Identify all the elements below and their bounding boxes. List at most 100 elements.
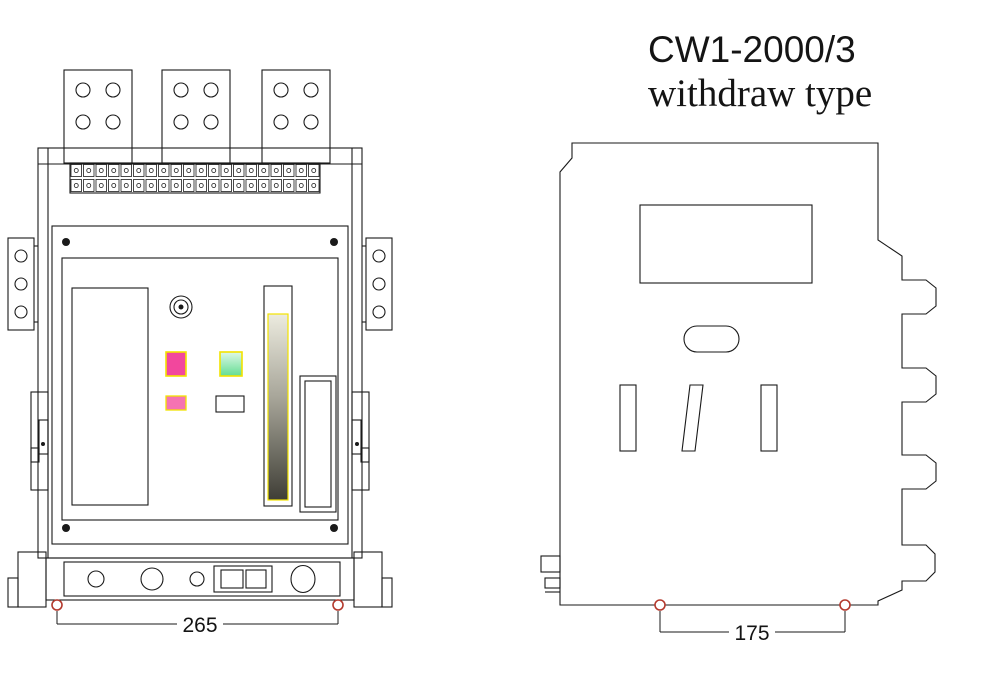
front-view — [7, 69, 393, 608]
front-width-label: 265 — [182, 614, 217, 637]
terminal-hole — [75, 114, 91, 130]
rail-detail — [38, 419, 49, 455]
side-rail-detail — [540, 555, 561, 593]
foot-body — [17, 551, 47, 608]
panel-screw — [330, 238, 338, 246]
nameplate-area — [71, 287, 149, 506]
terminal-hole — [303, 114, 319, 130]
bracket-hole — [14, 277, 28, 291]
terminal-block-2 — [161, 69, 231, 164]
ventilation-slot — [760, 384, 778, 452]
dimension-front-width: 265 — [51, 599, 344, 637]
faceplate-panel — [51, 225, 349, 545]
bracket-hole — [372, 249, 386, 263]
handle-slot-frame — [263, 285, 293, 507]
rotary-center — [178, 304, 184, 310]
side-profile-outline — [559, 142, 937, 606]
terminal-block-body — [161, 69, 231, 164]
foot-left — [7, 551, 47, 608]
title-block: CW1-2000/3 withdraw type — [648, 29, 872, 115]
panel-screw — [62, 238, 70, 246]
accessory-window — [299, 375, 337, 513]
terminal-hole — [75, 82, 91, 98]
ventilation-slot-slanted — [681, 384, 704, 452]
base-plate — [45, 557, 355, 601]
rail-detail — [540, 555, 561, 573]
terminal-hole — [203, 82, 219, 98]
terminal-hole — [273, 114, 289, 130]
base-hole — [189, 571, 205, 587]
rail-pin — [355, 442, 359, 446]
terminal-hole — [173, 82, 189, 98]
foot-right — [353, 551, 393, 608]
base-assembly — [45, 557, 355, 601]
dimension-marker — [654, 599, 666, 611]
terminal-block-body — [261, 69, 331, 164]
dimension-side-depth: 175 — [654, 599, 851, 645]
rail-detail — [351, 419, 362, 455]
rail-pin — [41, 442, 45, 446]
mounting-bracket-right — [362, 237, 393, 331]
guide-rail-right — [351, 391, 370, 491]
dimension-marker — [51, 599, 63, 611]
latch-block — [220, 569, 244, 589]
panel-screw — [330, 524, 338, 532]
base-oval-slot — [290, 564, 316, 594]
guide-rail-left — [30, 391, 49, 491]
terminal-block-body — [63, 69, 133, 164]
rotary-inner-ring — [173, 299, 189, 315]
terminal-hole — [303, 82, 319, 98]
rail-detail — [544, 577, 561, 589]
terminal-hole — [105, 82, 121, 98]
side-panel-plate — [639, 204, 813, 284]
dimension-marker — [332, 599, 344, 611]
type-title: withdraw type — [648, 72, 872, 115]
ventilation-slot — [619, 384, 637, 452]
mounting-bracket-left — [7, 237, 38, 331]
terminal-block-3 — [261, 69, 331, 164]
model-title: CW1-2000/3 — [648, 29, 856, 70]
draw-out-latch — [213, 565, 273, 593]
bracket-hole — [14, 249, 28, 263]
accessory-window-outer — [299, 375, 337, 513]
dimension-text-mask — [729, 619, 775, 645]
bracket-hole — [14, 305, 28, 319]
faceplate-inner — [61, 257, 339, 521]
accessory-window-inner — [304, 380, 332, 508]
bracket-hole — [372, 277, 386, 291]
terminal-hole — [173, 114, 189, 130]
terminal-block-1 — [63, 69, 133, 164]
handle-cutout — [683, 325, 740, 353]
base-hole — [87, 570, 105, 588]
secondary-terminal-strip — [69, 162, 321, 194]
latch-frame — [213, 565, 273, 593]
base-hole — [140, 567, 164, 591]
panel-screw — [62, 524, 70, 532]
rail-detail — [30, 447, 40, 463]
charging-handle-slot — [263, 285, 293, 507]
rotary-outer-ring — [169, 295, 193, 319]
dimension-marker — [839, 599, 851, 611]
dimension-text-mask — [177, 611, 223, 637]
bracket-hole — [372, 305, 386, 319]
foot-body — [353, 551, 383, 608]
indicator-lamp — [165, 395, 187, 411]
rail-detail — [360, 447, 370, 463]
side-depth-label: 175 — [734, 622, 769, 645]
bracket-body — [7, 237, 35, 331]
handle-slot-strip — [267, 313, 289, 501]
bracket-body — [365, 237, 393, 331]
latch-block — [245, 569, 267, 589]
terminal-hole — [203, 114, 219, 130]
off-button — [165, 351, 187, 377]
rotary-indicator — [169, 295, 193, 319]
foot-step — [381, 577, 393, 608]
side-view — [540, 142, 937, 606]
terminal-hole — [105, 114, 121, 130]
terminal-hole — [273, 82, 289, 98]
base-plate-inner — [63, 561, 341, 597]
counter-window — [215, 395, 245, 413]
foot-step — [7, 577, 19, 608]
